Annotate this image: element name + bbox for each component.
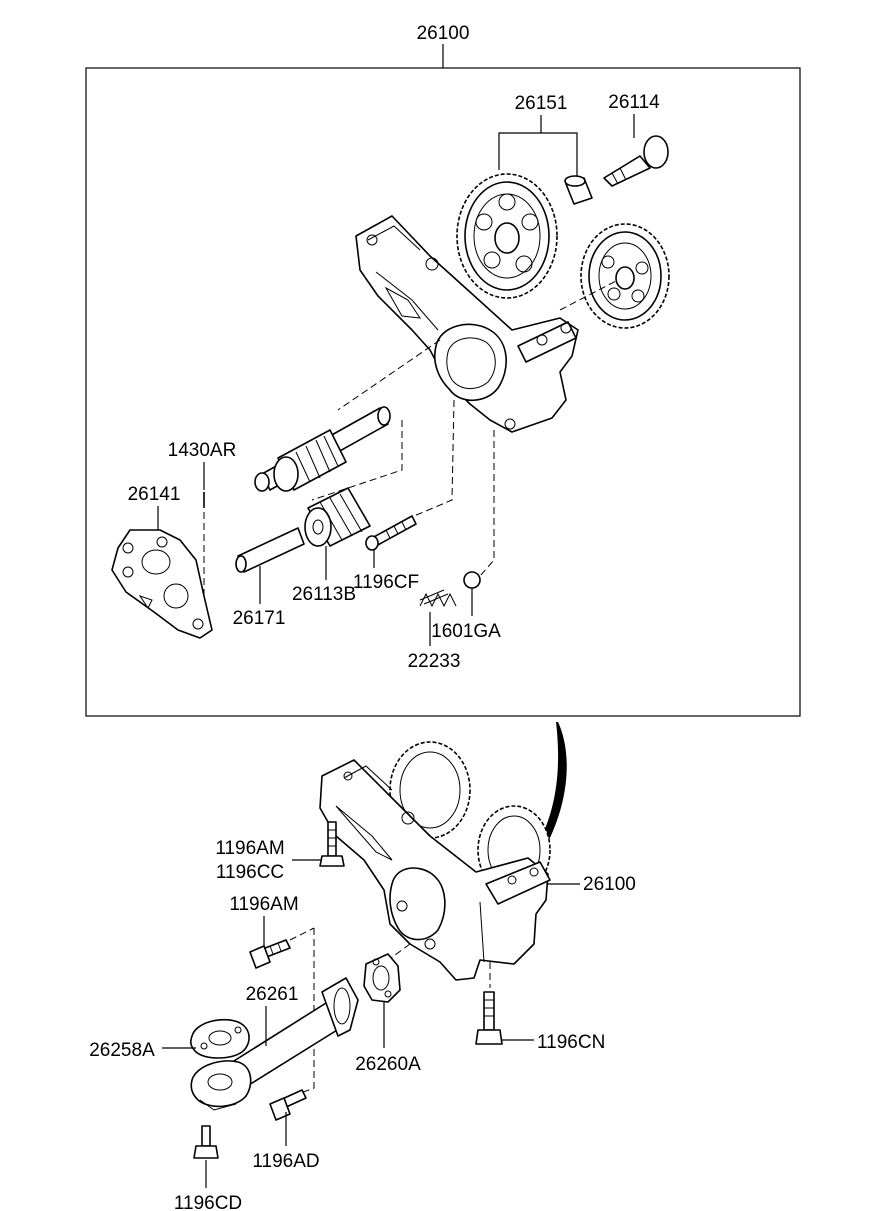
pipe-gasket[interactable] [363, 953, 401, 1003]
label-26260A[interactable]: 26260A [355, 1054, 421, 1075]
relief-ball[interactable] [463, 571, 481, 589]
bolt-1196AD[interactable] [269, 1089, 307, 1121]
label-26113B[interactable]: 26113B [292, 584, 356, 605]
label-26171[interactable]: 26171 [233, 608, 286, 629]
label-26151[interactable]: 26151 [515, 93, 568, 114]
drive-shaft-gear[interactable] [254, 406, 391, 492]
label-1196CF[interactable]: 1196CF [353, 572, 419, 593]
label-26100-bottom[interactable]: 26100 [583, 874, 636, 895]
bushing[interactable] [564, 175, 593, 205]
pump-body[interactable] [355, 215, 579, 433]
label-26261[interactable]: 26261 [246, 984, 299, 1005]
label-26141[interactable]: 26141 [128, 484, 181, 505]
bolt-1196CD[interactable] [193, 1125, 219, 1159]
label-26258A[interactable]: 26258A [89, 1040, 155, 1061]
drive-gear[interactable] [456, 173, 558, 299]
relief-spring[interactable] [419, 589, 457, 608]
label-22233[interactable]: 22233 [408, 651, 461, 672]
driven-gear[interactable] [304, 487, 371, 547]
label-1196CC[interactable]: 1196CC [216, 862, 284, 883]
assembly-arrow [540, 722, 567, 846]
label-1196AM-a[interactable]: 1196AM [215, 838, 284, 859]
label-1430AR[interactable]: 1430AR [168, 440, 237, 461]
label-1196CN[interactable]: 1196CN [537, 1032, 605, 1053]
label-26100-top[interactable]: 26100 [417, 23, 470, 44]
label-26114[interactable]: 26114 [608, 92, 660, 113]
label-1196AD[interactable]: 1196AD [252, 1151, 319, 1172]
idler-gear[interactable] [580, 223, 670, 329]
assembled-pump[interactable] [319, 741, 551, 981]
label-1196CD[interactable]: 1196CD [174, 1193, 242, 1211]
oil-strainer-pipe[interactable] [190, 977, 359, 1111]
label-1601GA[interactable]: 1601GA [431, 621, 501, 642]
pump-pin[interactable] [235, 527, 305, 573]
label-1196AM-b[interactable]: 1196AM [229, 894, 298, 915]
bolt-1196CN[interactable] [475, 991, 503, 1045]
bolt-1196CF[interactable] [365, 515, 417, 551]
pump-cover[interactable] [111, 529, 213, 639]
bolt-1196AM-CC[interactable] [319, 821, 345, 867]
bolt-1196AM[interactable] [249, 939, 291, 969]
strainer-gasket[interactable] [190, 1018, 250, 1059]
gear-shaft-bolt[interactable] [603, 135, 669, 187]
